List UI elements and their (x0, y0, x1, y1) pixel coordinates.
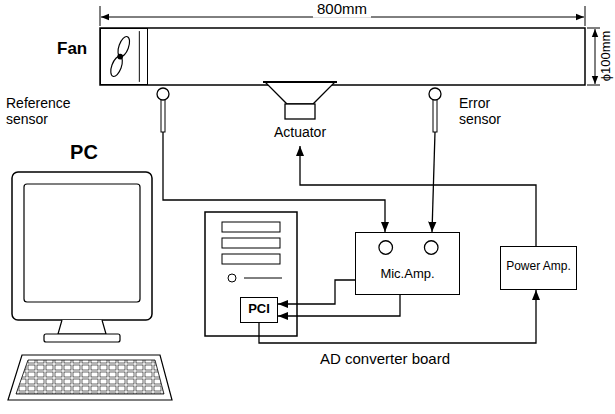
power-button (228, 274, 236, 282)
extension-line (587, 28, 600, 29)
fan-frame (139, 31, 140, 82)
node-label: Mic.Amp. (356, 267, 459, 282)
drive-bay (222, 238, 280, 248)
error-sensor: Error sensor (425, 86, 555, 132)
speaker-magnet (285, 104, 315, 119)
dimension-diameter: ϕ100mm (599, 31, 613, 82)
pci-slot: PCI (240, 297, 278, 323)
node-label: Fan (57, 39, 97, 59)
signal-wire (432, 132, 435, 232)
speaker-cone (265, 82, 335, 104)
computer-label: PC (70, 141, 98, 163)
node-label: Reference sensor (6, 95, 98, 127)
node-label: PCI (241, 302, 277, 317)
extension-line (585, 6, 586, 26)
signal-wire (300, 146, 536, 246)
dimension-length: 800mm (313, 1, 371, 18)
monitor-screen (24, 184, 140, 302)
fan-box: Fan (100, 28, 148, 85)
drive-bay (222, 222, 280, 232)
signal-wire (259, 290, 536, 343)
power-amplifier: Power Amp. (500, 246, 577, 290)
speaker-rim (263, 81, 337, 83)
pc-tower (205, 212, 297, 336)
microphone-head (429, 88, 441, 100)
extension-line (587, 85, 600, 86)
keyboard-keys (16, 360, 164, 394)
vent-line (244, 278, 282, 279)
node-label: Power Amp. (501, 260, 576, 274)
input-jack (379, 241, 393, 255)
microphone-stem (161, 98, 165, 132)
input-jacks (356, 233, 459, 294)
extension-line (100, 6, 101, 26)
signal-wire (278, 295, 400, 316)
signal-wire (163, 132, 385, 232)
mic-amplifier: Mic.Amp. (355, 232, 460, 295)
monitor-stand (58, 320, 106, 334)
node-label: Error sensor (459, 95, 519, 127)
fan-hub (117, 54, 123, 60)
fan-symbol (101, 29, 147, 84)
microphone-head (157, 88, 169, 100)
dimension-line (595, 29, 596, 84)
drive-bay (222, 254, 280, 264)
keyboard (8, 355, 172, 400)
actuator: Actuator (255, 78, 345, 146)
signal-wire (278, 280, 355, 304)
microphone-stem (433, 98, 437, 132)
board-label: AD converter board (320, 351, 450, 368)
reference-sensor: Reference sensor (6, 86, 173, 132)
monitor-case (12, 172, 152, 320)
node-label: Actuator (255, 124, 345, 140)
duct (100, 28, 585, 85)
monitor-base (44, 334, 120, 342)
input-jack (424, 241, 438, 255)
